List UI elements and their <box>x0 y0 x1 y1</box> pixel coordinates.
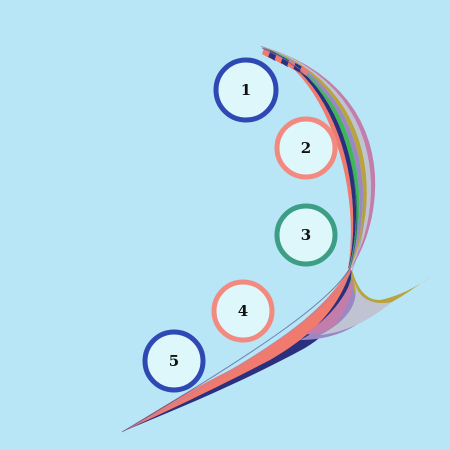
ribbon-lower-band <box>305 278 353 335</box>
ribbon-tip <box>268 51 278 61</box>
step-5-ring <box>142 329 206 393</box>
ribbon-lower-band <box>351 270 432 310</box>
ribbon-tip <box>299 66 309 76</box>
ribbon-outline <box>121 47 358 433</box>
step-3-ring <box>274 203 338 267</box>
step-1-label: 1 <box>241 81 251 99</box>
step-1-ring <box>213 57 279 123</box>
ribbon-arc-band <box>261 46 371 270</box>
ribbon-tip <box>274 54 284 64</box>
ribbon-arc-band <box>261 46 376 270</box>
swoosh-ribbons <box>121 46 432 433</box>
step-4-ring <box>211 279 275 343</box>
step-2[interactable]: 2 <box>274 116 338 180</box>
step-4[interactable]: 4 <box>211 279 275 343</box>
step-1[interactable]: 1 <box>213 57 279 123</box>
step-3-label: 3 <box>301 226 311 244</box>
ribbon-lower-band <box>320 282 392 335</box>
step-circles: 1 2 3 4 5 <box>142 57 338 393</box>
ribbon-tip <box>280 57 290 67</box>
step-4-label: 4 <box>238 302 248 320</box>
step-2-label: 2 <box>301 139 311 157</box>
step-5[interactable]: 5 <box>142 329 206 393</box>
step-2-ring <box>274 116 338 180</box>
step-3[interactable]: 3 <box>274 203 338 267</box>
step-5-label: 5 <box>169 352 179 370</box>
ribbon-outline <box>129 49 365 429</box>
